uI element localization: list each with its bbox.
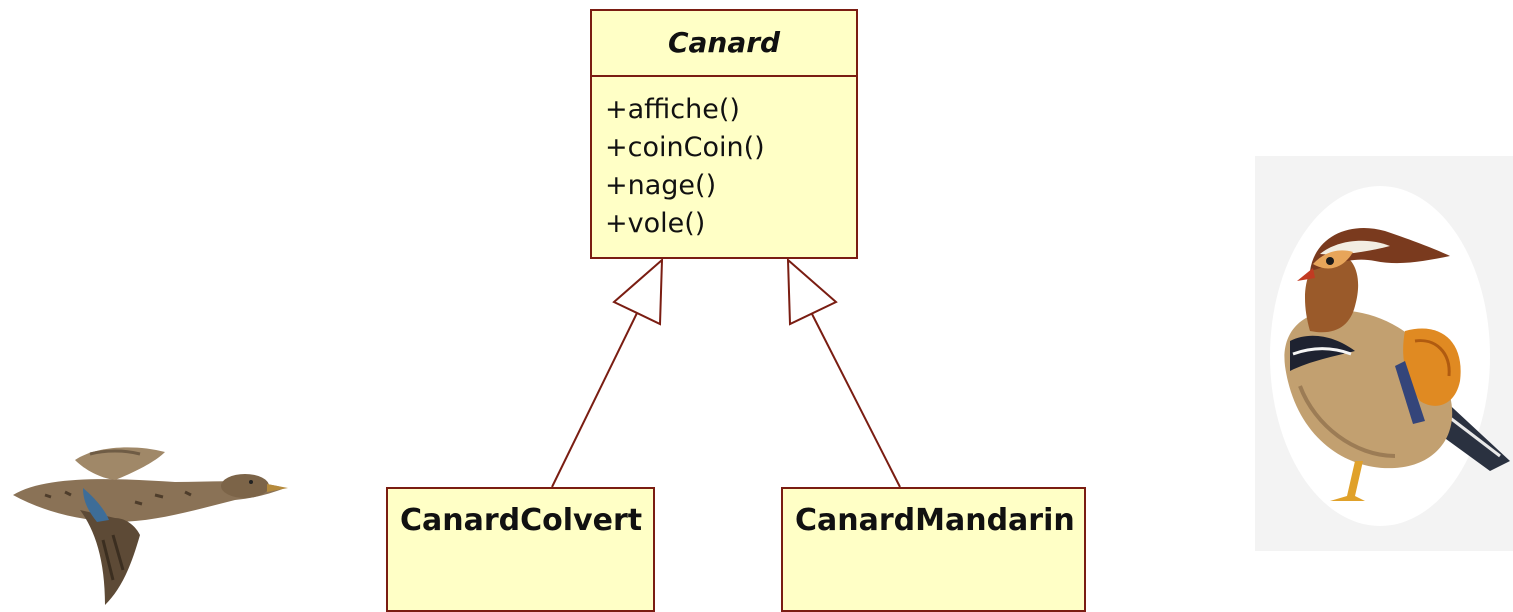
operation: +vole()	[605, 208, 706, 239]
hollow-triangle-arrowhead	[786, 257, 838, 326]
operation: +coinCoin()	[605, 132, 765, 163]
class-canard-mandarin[interactable]: CanardMandarin	[781, 487, 1086, 612]
hollow-triangle-arrowhead	[612, 257, 664, 326]
class-canard[interactable]: Canard +affiche() +coinCoin() +nage() +v…	[590, 9, 858, 259]
flying-mallard-duck-image	[13, 447, 288, 605]
mandarin-duck-image	[1255, 156, 1513, 551]
operation: +affiche()	[605, 94, 740, 125]
operation: +nage()	[605, 170, 717, 201]
generalization-colvert-to-canard	[551, 257, 664, 488]
operations-compartment: +affiche() +coinCoin() +nage() +vole()	[592, 77, 856, 243]
class-name: Canard	[592, 11, 856, 77]
class-name: CanardColvert	[400, 503, 643, 538]
class-name: CanardMandarin	[795, 503, 1075, 538]
generalization-mandarin-to-canard	[786, 257, 901, 488]
class-canard-colvert[interactable]: CanardColvert	[386, 487, 655, 612]
